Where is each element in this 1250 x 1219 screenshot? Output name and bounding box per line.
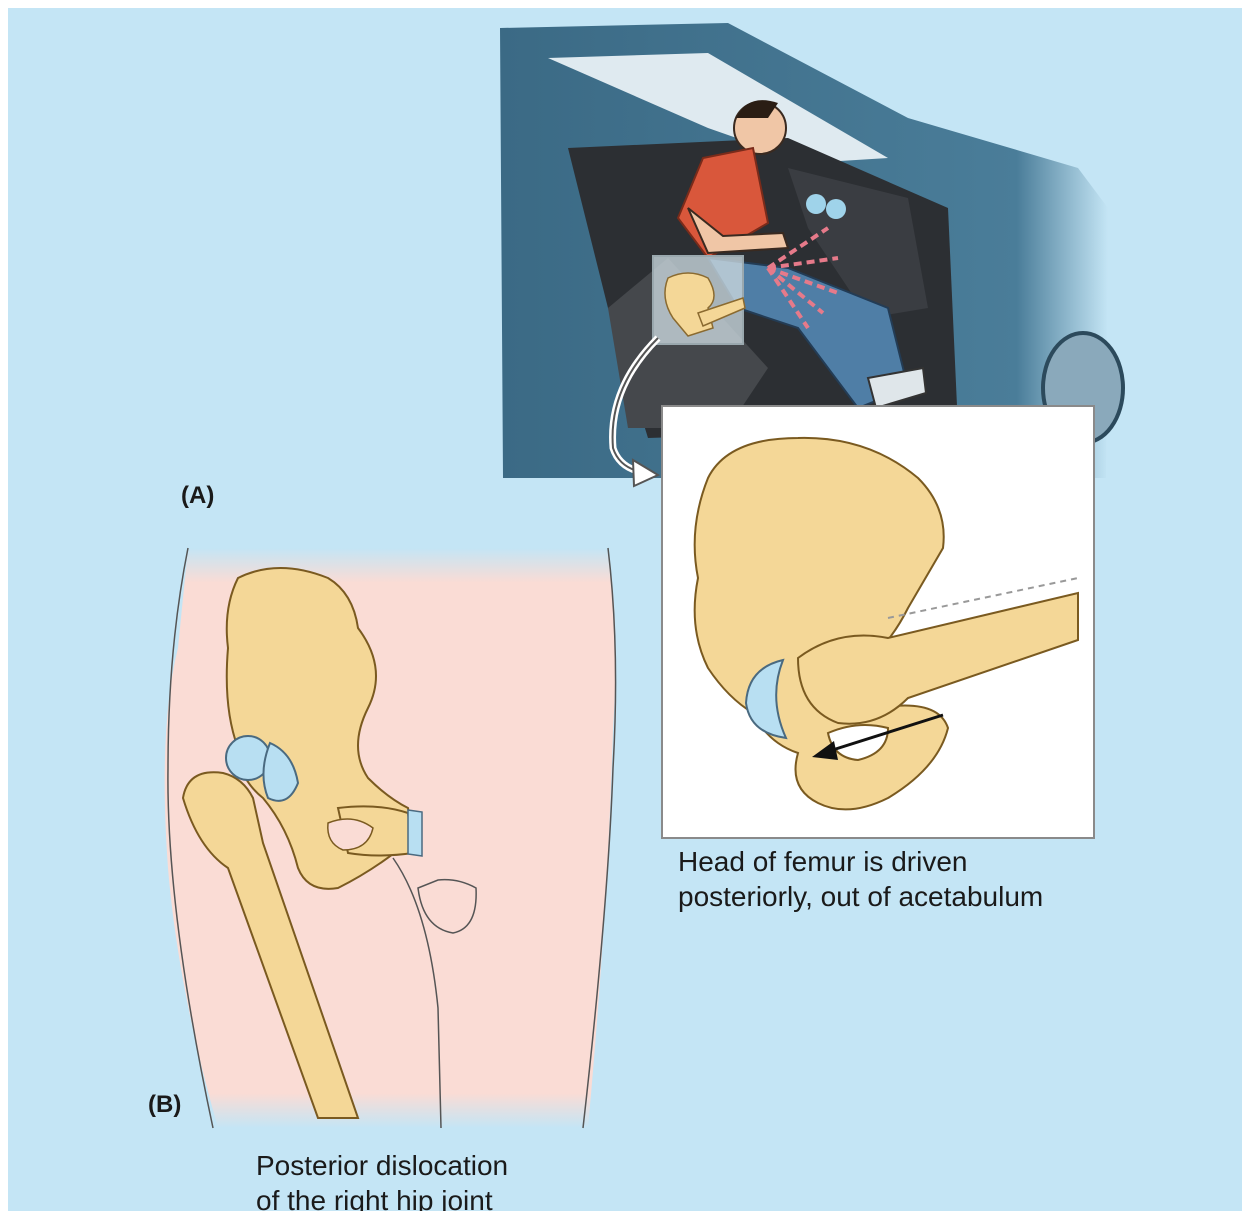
caption-line: posteriorly, out of acetabulum	[678, 879, 1043, 914]
pubic-cartilage	[408, 810, 422, 856]
figure-frame: (A) (B) Head of femur is driven posterio…	[8, 8, 1242, 1211]
caption-line: Head of femur is driven	[678, 844, 1043, 879]
illustration	[8, 8, 1242, 1211]
hip-panel	[165, 548, 616, 1128]
panel-label-a: (A)	[181, 482, 214, 510]
caption-line: of the right hip joint	[256, 1183, 508, 1211]
gauge	[806, 194, 826, 214]
hip-detail-inset	[662, 406, 1094, 838]
gauge	[826, 199, 846, 219]
dislocation-caption: Posterior dislocation of the right hip j…	[256, 1148, 508, 1211]
femur-head-caption: Head of femur is driven posteriorly, out…	[678, 844, 1043, 914]
caption-line: Posterior dislocation	[256, 1148, 508, 1183]
panel-label-b: (B)	[148, 1091, 181, 1119]
